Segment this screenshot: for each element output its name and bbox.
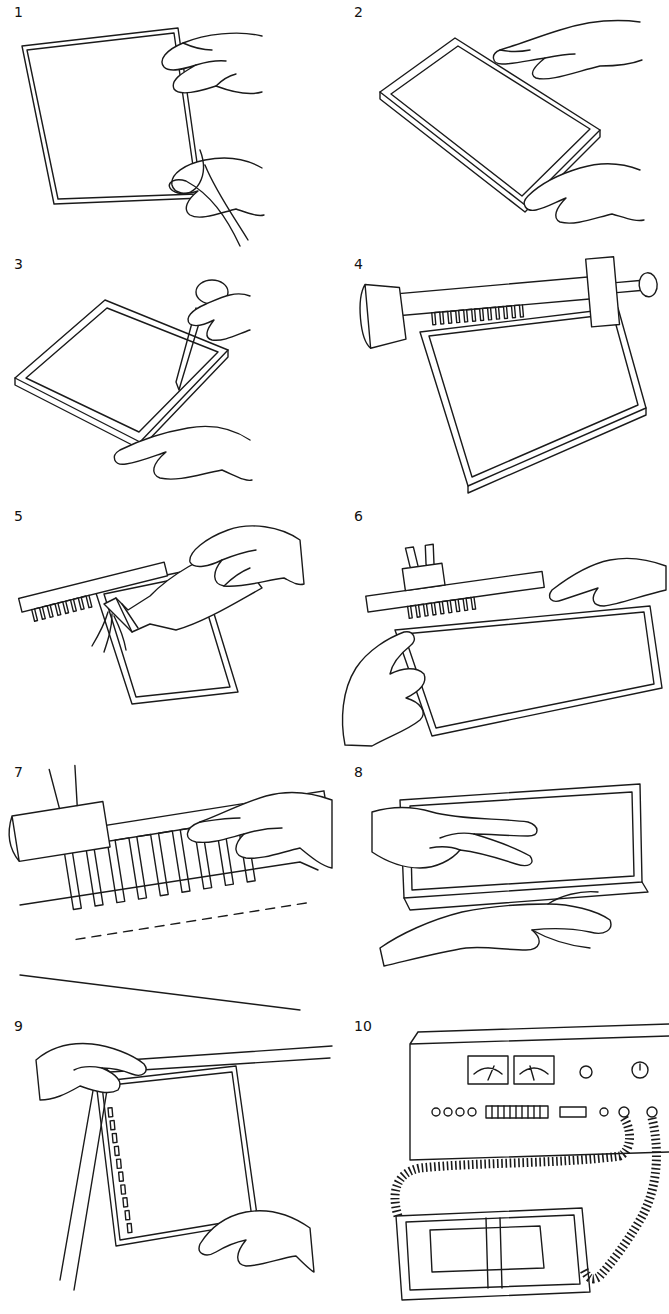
display-ticks bbox=[492, 1106, 540, 1118]
panel-1-illustration bbox=[22, 28, 264, 246]
comb-bar bbox=[366, 571, 544, 612]
gel-in-tank bbox=[430, 1226, 544, 1272]
well bbox=[123, 1198, 128, 1207]
well bbox=[108, 1108, 113, 1117]
well bbox=[127, 1223, 132, 1232]
glove bbox=[550, 558, 666, 606]
panel-9-illustration bbox=[36, 1044, 332, 1290]
panel-6-illustration bbox=[343, 530, 666, 746]
glove bbox=[380, 904, 611, 966]
tray-rim bbox=[420, 308, 646, 486]
coiled-lead bbox=[584, 1118, 656, 1279]
finger-lines bbox=[500, 50, 575, 58]
button bbox=[444, 1108, 452, 1116]
tray-rim bbox=[395, 606, 662, 736]
well bbox=[112, 1133, 117, 1142]
comb-teeth bbox=[432, 305, 524, 325]
well bbox=[119, 1172, 124, 1181]
glove bbox=[199, 1211, 314, 1272]
well bbox=[117, 1159, 122, 1168]
callout-number: 9 bbox=[12, 1018, 25, 1034]
tape-strip bbox=[169, 150, 248, 246]
output-jack bbox=[619, 1107, 629, 1117]
panel-5-illustration bbox=[19, 526, 304, 704]
comb-teeth bbox=[32, 595, 92, 621]
glove bbox=[187, 793, 332, 868]
left-clamp bbox=[358, 281, 407, 349]
callout-number: 6 bbox=[352, 508, 365, 524]
callout-number: 7 bbox=[12, 764, 25, 780]
panel-8-illustration bbox=[372, 784, 648, 966]
switch-mark bbox=[639, 1064, 640, 1070]
clip-rods bbox=[49, 765, 81, 809]
well bbox=[121, 1185, 126, 1194]
selector bbox=[560, 1107, 586, 1117]
wells bbox=[108, 1107, 132, 1234]
well bbox=[110, 1121, 115, 1130]
button bbox=[432, 1108, 440, 1116]
coiled-lead bbox=[395, 1118, 630, 1216]
hand bbox=[524, 164, 644, 223]
glove bbox=[190, 526, 304, 586]
tray-rim-inner bbox=[404, 612, 654, 728]
callout-number: 2 bbox=[352, 4, 365, 20]
display-strip bbox=[486, 1106, 548, 1118]
button bbox=[456, 1108, 464, 1116]
callout-number: 10 bbox=[352, 1018, 374, 1034]
control-knob bbox=[580, 1066, 592, 1078]
glove bbox=[343, 632, 425, 746]
panel-7-illustration bbox=[0, 728, 341, 1010]
panel-10-illustration bbox=[395, 1024, 669, 1300]
clip bbox=[6, 802, 110, 863]
gel-tank bbox=[396, 1208, 590, 1300]
callout-number: 4 bbox=[352, 256, 365, 272]
button bbox=[468, 1108, 476, 1116]
glove-finger-lines bbox=[200, 818, 282, 834]
glove-finger-lines bbox=[222, 550, 256, 586]
callout-number: 3 bbox=[12, 256, 25, 272]
callout-number: 1 bbox=[12, 4, 25, 20]
cloth-folds bbox=[532, 892, 598, 948]
well bbox=[114, 1146, 119, 1155]
output-jack bbox=[647, 1107, 657, 1117]
well bbox=[125, 1211, 130, 1220]
meter-scales bbox=[474, 1066, 548, 1080]
tray-rim-inner bbox=[26, 308, 218, 432]
callout-number: 5 bbox=[12, 508, 25, 524]
tray-rim-side bbox=[468, 408, 646, 493]
power-switch bbox=[632, 1062, 648, 1078]
hand bbox=[493, 20, 642, 78]
tray-rim bbox=[20, 862, 318, 1010]
comb bbox=[0, 728, 341, 948]
panel-2-illustration bbox=[380, 20, 644, 223]
panel-4-illustration bbox=[357, 253, 660, 493]
hand bbox=[188, 294, 250, 340]
panel-3-illustration bbox=[15, 280, 252, 480]
clamp-knob bbox=[638, 272, 658, 297]
clip bbox=[400, 543, 445, 590]
finger-lines bbox=[74, 1067, 102, 1070]
hand bbox=[36, 1044, 146, 1100]
button bbox=[600, 1108, 608, 1116]
glove-finger-lines bbox=[430, 833, 474, 850]
right-clamp bbox=[586, 255, 644, 327]
tray-rim-inner bbox=[429, 314, 638, 477]
comb-bar bbox=[370, 276, 607, 318]
gloveless-hand bbox=[162, 33, 262, 93]
hand bbox=[114, 427, 252, 481]
sample-wells bbox=[76, 902, 311, 939]
bottle-neck-rings bbox=[116, 598, 138, 632]
callout-number: 8 bbox=[352, 764, 365, 780]
finger-lines bbox=[183, 43, 236, 86]
comb bbox=[357, 253, 660, 349]
gel-slab-inner bbox=[102, 1072, 252, 1240]
glove bbox=[372, 808, 537, 869]
comb bbox=[360, 530, 546, 624]
comb-teeth bbox=[408, 597, 476, 618]
